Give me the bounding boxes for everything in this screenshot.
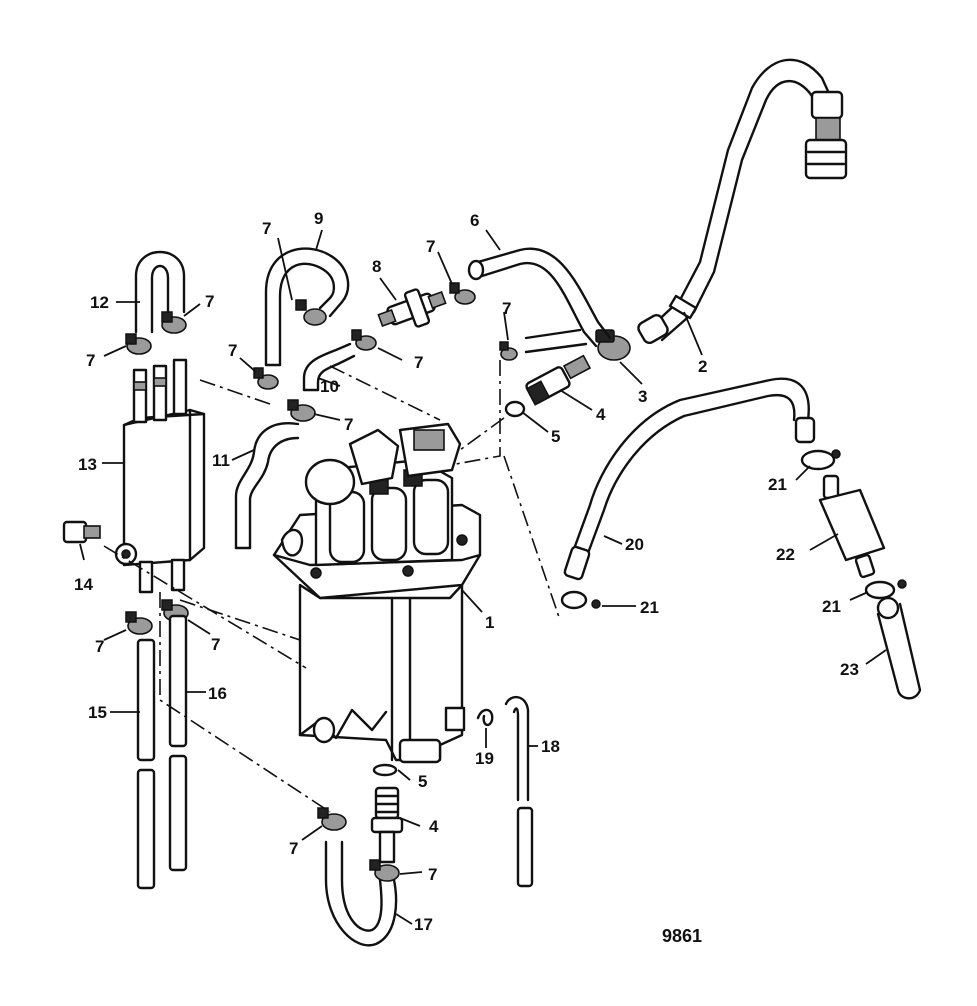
callout-21-bottom: 21: [822, 597, 841, 616]
hose-10: [302, 342, 356, 392]
callout-7-bottom-right: 7: [428, 865, 437, 884]
callout-17: 17: [414, 915, 433, 934]
callout-7-mid: 7: [414, 353, 423, 372]
callout-6: 6: [470, 211, 479, 230]
callout-14: 14: [74, 575, 93, 594]
leader-lines: [79, 229, 887, 925]
callout-7-six: 7: [502, 299, 511, 318]
clamp-7-twelve: [161, 311, 187, 334]
filter-13: [114, 358, 206, 594]
callout-18: 18: [541, 737, 560, 756]
clip-19: [476, 708, 494, 727]
callout-9: 9: [314, 209, 323, 228]
callout-8: 8: [372, 257, 381, 276]
callout-7-thirteen: 7: [86, 351, 95, 370]
callout-13: 13: [78, 455, 97, 474]
clamp-7-six: [499, 341, 518, 361]
callout-7-eleven: 7: [344, 415, 353, 434]
callout-20: 20: [625, 535, 644, 554]
clamp-7-bottom-right: [369, 859, 400, 882]
callout-7-ten: 7: [228, 341, 237, 360]
clamp-7-eleven: [287, 399, 316, 422]
callout-12: 12: [90, 293, 109, 312]
clamp-21-mid: [560, 590, 601, 610]
clamp-21-bottom: [864, 579, 907, 600]
hose-12: [134, 250, 186, 334]
callout-7-top-a: 7: [262, 219, 271, 238]
bolt-14: [62, 520, 101, 544]
clamp-21-top: [800, 449, 841, 471]
hose-18: [504, 696, 534, 888]
hose-11: [234, 422, 300, 550]
callout-22: 22: [776, 545, 795, 564]
hose-20: [563, 377, 816, 581]
callout-7-fifteen: 7: [95, 637, 104, 656]
o-ring-5-upper: [504, 400, 526, 418]
clamp-3: [595, 329, 631, 361]
clamp-7-mid: [351, 329, 377, 351]
callout-19: 19: [475, 749, 494, 768]
callout-7-top-b: 7: [426, 237, 435, 256]
clamp-7-top-a: [295, 299, 327, 326]
callout-7-sixteen: 7: [211, 635, 220, 654]
clamp-7-fifteen: [125, 611, 153, 635]
filter-22: [818, 474, 886, 579]
clamp-7-bottom-left: [317, 807, 347, 831]
callout-7-twelve: 7: [205, 292, 214, 311]
hose-17: [324, 840, 398, 947]
callout-23: 23: [840, 660, 859, 679]
callout-16: 16: [208, 684, 227, 703]
vapor-separator-1: [272, 422, 482, 764]
callout-5-lower: 5: [418, 772, 427, 791]
callout-15: 15: [88, 703, 107, 722]
hose-2: [637, 58, 834, 345]
callout-3: 3: [638, 387, 647, 406]
hose-6: [467, 247, 612, 354]
callout-labels: 1 2 3 4 4 5 5 6 7 7 7 7 7 7 7 7 7 7 7 7 …: [74, 209, 859, 934]
fitting-4-lower: [370, 786, 404, 864]
clamp-7-thirteen: [125, 333, 152, 355]
hose-16: [168, 614, 188, 872]
callout-5-upper: 5: [551, 427, 560, 446]
callout-11: 11: [212, 451, 230, 470]
callout-4-upper: 4: [596, 405, 606, 424]
callout-7-bottom-left: 7: [289, 839, 298, 858]
callout-4-lower: 4: [429, 817, 439, 836]
clamp-7-top-b: [449, 282, 476, 305]
alignment-lines: [103, 360, 561, 813]
callout-10: 10: [320, 377, 339, 396]
o-ring-5-lower: [372, 763, 398, 777]
callout-21-mid: 21: [640, 598, 659, 617]
hose-15: [136, 638, 156, 890]
callout-2: 2: [698, 357, 707, 376]
hose-23: [876, 596, 922, 700]
figure-number: 9861: [662, 926, 702, 946]
clamp-7-ten: [253, 367, 279, 390]
fitting-4-upper: [525, 354, 592, 406]
callout-1: 1: [485, 613, 494, 632]
hose-9: [264, 247, 350, 367]
quick-connector: [804, 90, 848, 180]
callout-21-top: 21: [768, 475, 787, 494]
tee-fitting-8: [377, 288, 447, 328]
